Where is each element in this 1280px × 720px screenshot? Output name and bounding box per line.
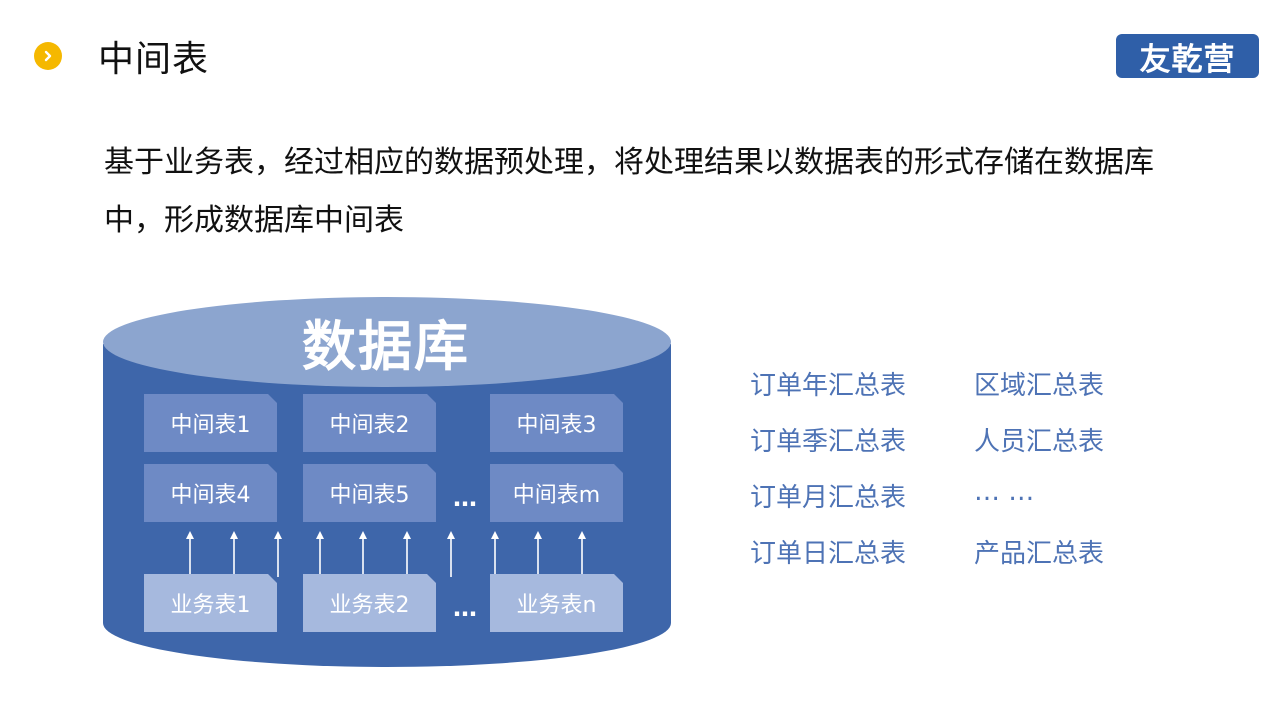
summary-table-ellipsis: … … bbox=[974, 477, 1035, 507]
summary-table-product: 产品汇总表 bbox=[974, 539, 1105, 569]
intermediate-ellipsis: … bbox=[453, 484, 477, 512]
data-flow-arrows bbox=[186, 531, 586, 577]
intermediate-table-3: 中间表3 bbox=[490, 394, 623, 452]
page-title: 中间表 bbox=[98, 39, 210, 80]
summary-table-region: 区域汇总表 bbox=[974, 371, 1105, 401]
brand-logo: 友乾营 bbox=[1116, 34, 1259, 78]
intermediate-table-5: 中间表5 bbox=[303, 464, 436, 522]
business-table-1: 业务表1 bbox=[144, 574, 277, 632]
summary-table-order-day: 订单日汇总表 bbox=[750, 539, 907, 569]
bullet-chevron-icon bbox=[34, 42, 62, 70]
description-text: 基于业务表，经过相应的数据预处理，将处理结果以数据表的形式存储在数据库中，形成数… bbox=[104, 145, 1154, 238]
intermediate-table-1: 中间表1 bbox=[144, 394, 277, 452]
database-label: 数据库 bbox=[302, 315, 470, 378]
business-ellipsis: … bbox=[453, 594, 477, 622]
business-table-2: 业务表2 bbox=[303, 574, 436, 632]
summary-table-order-year: 订单年汇总表 bbox=[750, 371, 907, 401]
intermediate-table-4: 中间表4 bbox=[144, 464, 277, 522]
intermediate-table-m: 中间表m bbox=[490, 464, 623, 522]
intermediate-table-2: 中间表2 bbox=[303, 394, 436, 452]
business-table-n: 业务表n bbox=[490, 574, 623, 632]
summary-table-staff: 人员汇总表 bbox=[974, 427, 1105, 457]
summary-table-order-month: 订单月汇总表 bbox=[750, 483, 907, 513]
summary-table-order-quarter: 订单季汇总表 bbox=[750, 427, 907, 457]
